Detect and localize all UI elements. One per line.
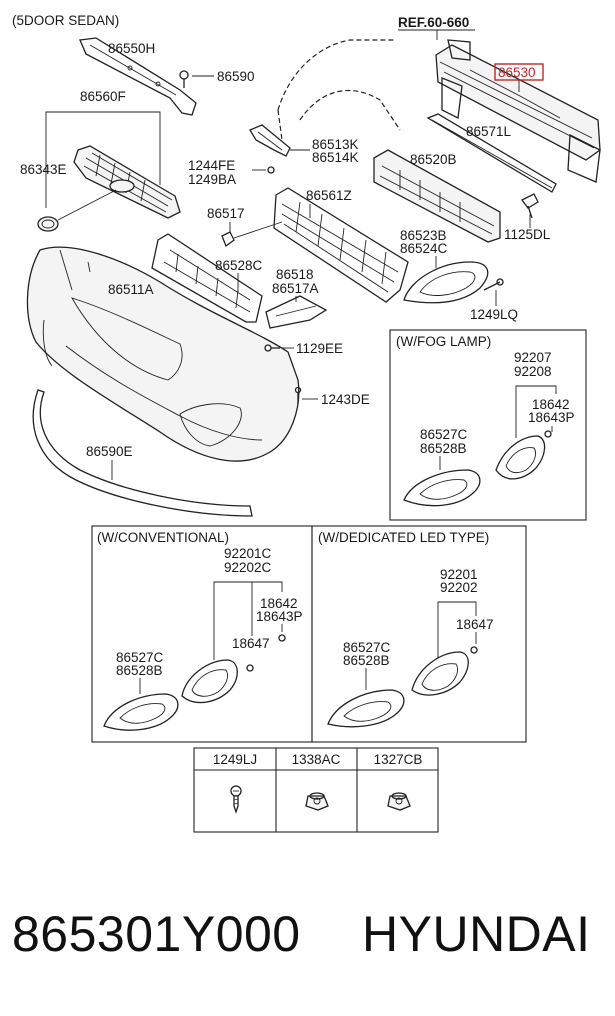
part-1244FE-screw	[267, 166, 275, 174]
part-86523B-fog-cover	[403, 261, 489, 304]
conventional-title: (W/CONVENTIONAL)	[97, 530, 229, 545]
label-86343E: 86343E	[20, 162, 67, 177]
part-86518-bracket	[265, 295, 328, 329]
fog-label-b2: 18643P	[528, 410, 575, 425]
part-86343E-emblem	[37, 216, 59, 232]
label-86518: 86518	[276, 267, 314, 282]
conv-label-a2: 92202C	[224, 560, 272, 575]
led-label-c2: 86528B	[343, 653, 390, 668]
fog-lamp-cover	[403, 469, 481, 507]
part-86528C-bracket	[151, 233, 263, 323]
led-label-d: 18647	[456, 617, 494, 632]
label-86517: 86517	[207, 206, 245, 221]
led-lamp	[411, 646, 478, 696]
label-86550H: 86550H	[108, 41, 155, 56]
part-86511A-bumper-cover	[26, 246, 300, 462]
part-1243DE-screw	[294, 386, 302, 404]
conventional-box	[91, 525, 313, 743]
part-86530-bumper-rail	[435, 39, 601, 183]
screw-icon	[230, 785, 242, 815]
conv-label-b1: 18642	[260, 596, 298, 611]
conv-label-a1: 92201C	[224, 546, 272, 561]
conventional-lamp	[181, 634, 286, 704]
brand-name: HYUNDAI	[362, 906, 591, 962]
part-86590E-lip	[32, 389, 253, 517]
label-1249BA: 1249BA	[188, 172, 236, 187]
fastener-table	[193, 747, 439, 833]
conventional-cover	[103, 693, 179, 731]
part-86520B-absorber	[373, 149, 501, 243]
label-86513K: 86513K	[312, 137, 359, 152]
label-86517A: 86517A	[272, 281, 319, 296]
led-box	[311, 525, 527, 743]
fog-label-c1: 86527C	[420, 427, 468, 442]
variant-label: (5DOOR SEDAN)	[12, 13, 119, 28]
label-86514K: 86514K	[312, 150, 359, 165]
fastener-header-3: 1327CB	[374, 752, 423, 767]
fender-outline	[277, 39, 401, 141]
conv-label-c1: 86527C	[116, 650, 164, 665]
part-1129EE-bolt	[264, 344, 280, 352]
fog-label-a2: 92208	[514, 364, 552, 379]
led-title: (W/DEDICATED LED TYPE)	[318, 530, 489, 545]
part-86590-clip	[179, 70, 189, 88]
fog-lamp-title: (W/FOG LAMP)	[396, 334, 491, 349]
label-86530[interactable]: 86530	[498, 65, 536, 80]
fog-lamp-assembly	[495, 430, 552, 480]
part-1125DL-bolt	[521, 193, 539, 219]
label-1244FE: 1244FE	[188, 158, 235, 173]
footer: 865301Y000 HYUNDAI	[0, 905, 615, 975]
label-86590E: 86590E	[86, 444, 133, 459]
label-1249LQ: 1249LQ	[470, 307, 518, 322]
fog-lamp-box	[389, 329, 587, 521]
label-1125DL: 1125DL	[504, 227, 551, 242]
fastener-header-2: 1338AC	[292, 752, 341, 767]
led-label-a2: 92202	[440, 580, 478, 595]
part-1249LQ-screw	[483, 278, 504, 291]
label-1243DE: 1243DE	[321, 392, 370, 407]
conv-label-d: 18647	[232, 636, 270, 651]
part-86560F-grille	[73, 145, 181, 219]
ref-label[interactable]: REF.60-660	[398, 15, 469, 30]
label-86590: 86590	[217, 69, 255, 84]
label-86520B: 86520B	[410, 152, 457, 167]
nut-icon	[305, 792, 329, 811]
part-86561Z-lower-grille	[273, 187, 409, 303]
led-label-c1: 86527C	[343, 640, 391, 655]
part-86517-clip	[221, 231, 235, 248]
part-86513K-bracket	[249, 124, 291, 157]
label-86528C: 86528C	[215, 258, 263, 273]
part-86571L-beam	[426, 113, 557, 193]
conv-label-c2: 86528B	[116, 663, 163, 678]
led-label-a1: 92201	[440, 567, 478, 582]
fog-label-b1: 18642	[532, 397, 570, 412]
label-86571L: 86571L	[466, 124, 512, 139]
fog-label-c2: 86528B	[420, 441, 467, 456]
part-86550H-bracket	[79, 37, 197, 116]
flange-nut-icon	[387, 792, 411, 811]
label-86560F: 86560F	[80, 89, 126, 104]
conv-label-b2: 18643P	[256, 609, 303, 624]
fog-label-a1: 92207	[514, 350, 552, 365]
led-cover	[327, 689, 405, 728]
fastener-header-1: 1249LJ	[213, 752, 257, 767]
part-number: 865301Y000	[12, 906, 301, 962]
label-86523B: 86523B	[400, 228, 447, 243]
label-86561Z: 86561Z	[306, 188, 352, 203]
label-1129EE: 1129EE	[296, 341, 343, 356]
label-86524C: 86524C	[400, 241, 448, 256]
label-86511A: 86511A	[108, 282, 154, 297]
